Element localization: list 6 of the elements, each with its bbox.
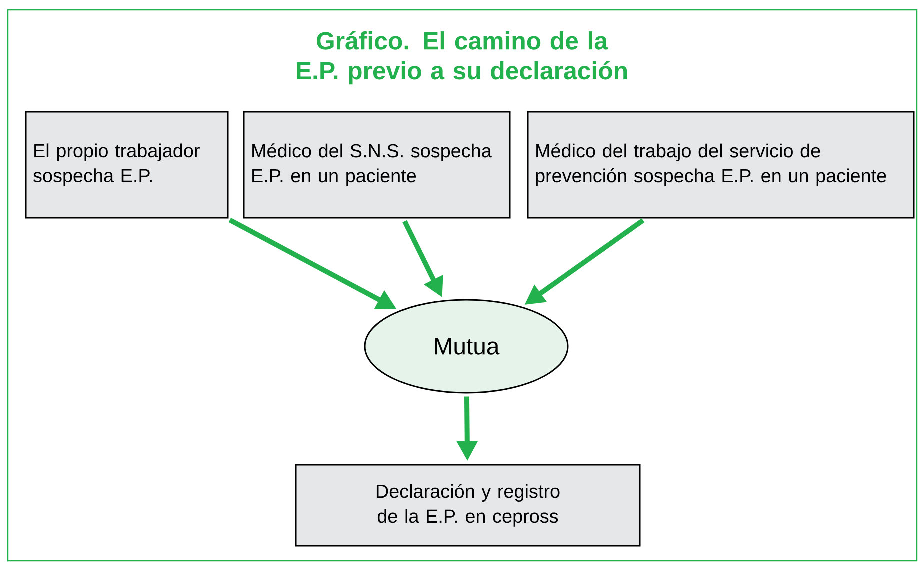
ellipse-node: Mutua xyxy=(364,299,569,394)
process-box: El propio trabajador sospecha E.P. xyxy=(25,111,229,219)
process-box: Médico del trabajo del servicio de prevención sospecha E.P. en un paciente xyxy=(527,111,915,219)
process-box: Declaración y registro de la E.P. en cepross xyxy=(295,464,641,547)
title: Gráfico. El camino de la E.P. previo a su declaración xyxy=(297,31,628,85)
process-box: Médico del S.N.S. sospecha E.P. en un paciente xyxy=(243,111,511,219)
